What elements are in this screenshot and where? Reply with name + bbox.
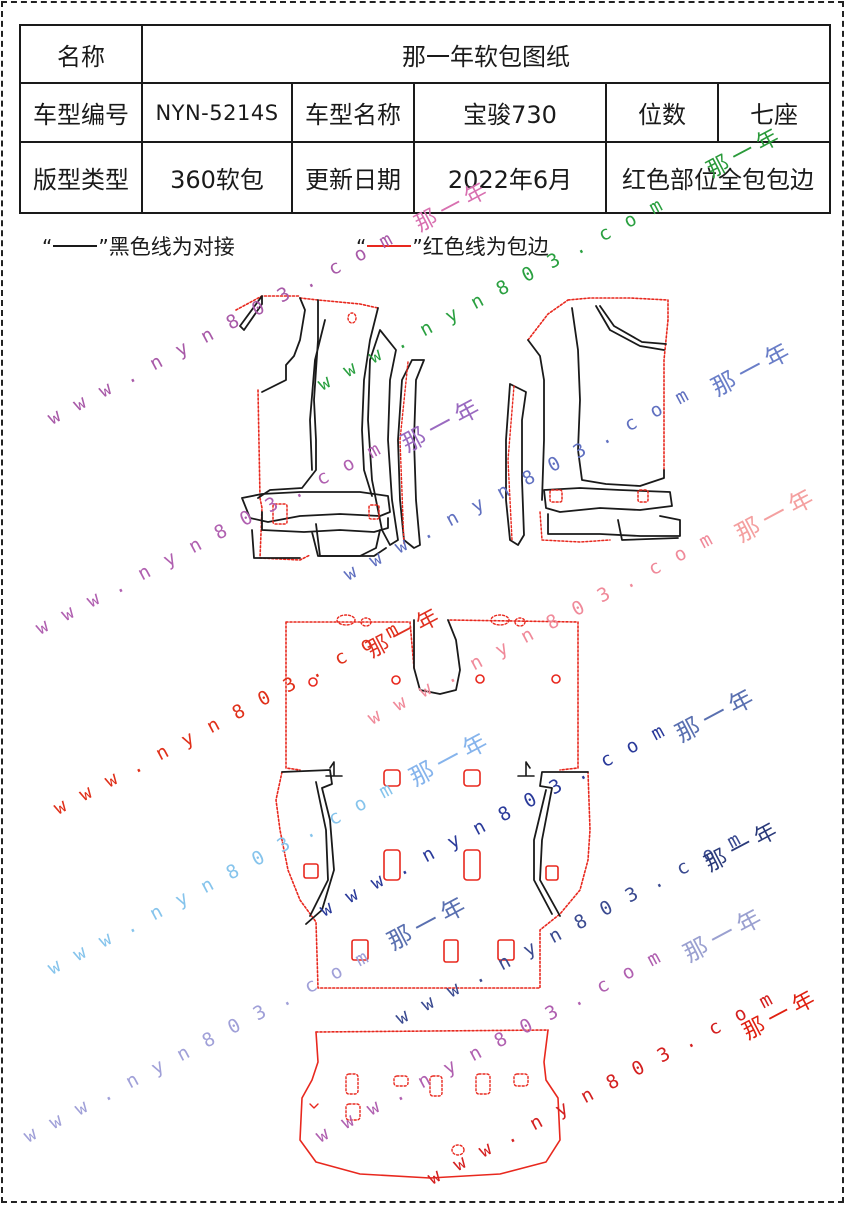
right-panel-red-edge xyxy=(527,299,669,471)
model-code-value: NYN-5214S xyxy=(141,82,293,143)
middle-right-arch-black xyxy=(533,771,589,917)
rear-floor-top-seam xyxy=(315,1029,549,1033)
seats-value: 七座 xyxy=(717,82,831,143)
left-sill-slot-1 xyxy=(272,503,288,525)
front-floor-piece xyxy=(285,614,579,771)
right-long-strip xyxy=(505,383,527,546)
right-sill-slot-1 xyxy=(549,489,563,503)
left-panel-inner-strip xyxy=(239,295,263,331)
middle-left-bracket xyxy=(325,761,343,777)
left-b-pillar xyxy=(397,359,425,549)
middle-floor-red-outline xyxy=(275,771,591,989)
info-table: 名称 那一年软包图纸 车型编号 NYN-5214S 车型名称 宝骏730 位数 … xyxy=(19,24,831,214)
right-sill xyxy=(543,487,681,541)
middle-floor-piece xyxy=(275,761,591,989)
red-line-sample xyxy=(367,245,412,247)
black-line-sample xyxy=(53,245,98,247)
center-tunnel xyxy=(413,619,461,695)
front-floor-outline xyxy=(285,619,579,771)
left-b-pillar-red xyxy=(399,361,409,546)
right-side-panel xyxy=(505,297,681,546)
rear-floor-mark xyxy=(309,1103,319,1109)
right-sill-red xyxy=(539,511,611,543)
left-sill-slot-2 xyxy=(368,504,380,520)
rear-floor-outline xyxy=(299,1029,561,1179)
legend-black-text: 黑色线为对接 xyxy=(108,235,235,259)
middle-right-bracket xyxy=(517,761,535,777)
right-panel-red-top xyxy=(567,297,669,321)
name-label: 名称 xyxy=(19,24,143,84)
left-long-strip xyxy=(367,329,399,546)
model-name-label: 车型名称 xyxy=(291,82,415,143)
model-name-value: 宝骏730 xyxy=(413,82,607,143)
left-panel-red-edge xyxy=(257,389,311,561)
date-label: 更新日期 xyxy=(291,141,415,214)
left-panel-clip xyxy=(347,312,357,324)
front-floor-holes xyxy=(308,674,561,687)
legend-red: “”红色线为包边 xyxy=(356,235,549,259)
rear-floor-slots xyxy=(345,1073,529,1156)
left-side-panel xyxy=(235,295,425,561)
left-sill xyxy=(241,491,391,559)
type-value: 360软包 xyxy=(141,141,293,214)
seats-label: 位数 xyxy=(605,82,719,143)
middle-floor-slots xyxy=(303,769,559,963)
name-value: 那一年软包图纸 xyxy=(141,24,831,84)
legend-black: “”黑色线为对接 xyxy=(42,235,235,259)
model-code-label: 车型编号 xyxy=(19,82,143,143)
legend-red-text: 红色线为包边 xyxy=(422,235,549,259)
date-value: 2022年6月 xyxy=(413,141,607,214)
left-sill-bottom xyxy=(315,523,381,557)
type-label: 版型类型 xyxy=(19,141,143,214)
middle-left-arch-black xyxy=(281,769,335,925)
left-panel-outline xyxy=(257,297,379,499)
right-sill-slot-2 xyxy=(637,489,649,503)
rear-floor-piece xyxy=(299,1029,561,1179)
note-value: 红色部位全包包边 xyxy=(605,141,831,214)
right-long-strip-red xyxy=(507,385,515,541)
front-floor-top-clips xyxy=(336,614,526,627)
right-panel-outline xyxy=(527,305,667,501)
